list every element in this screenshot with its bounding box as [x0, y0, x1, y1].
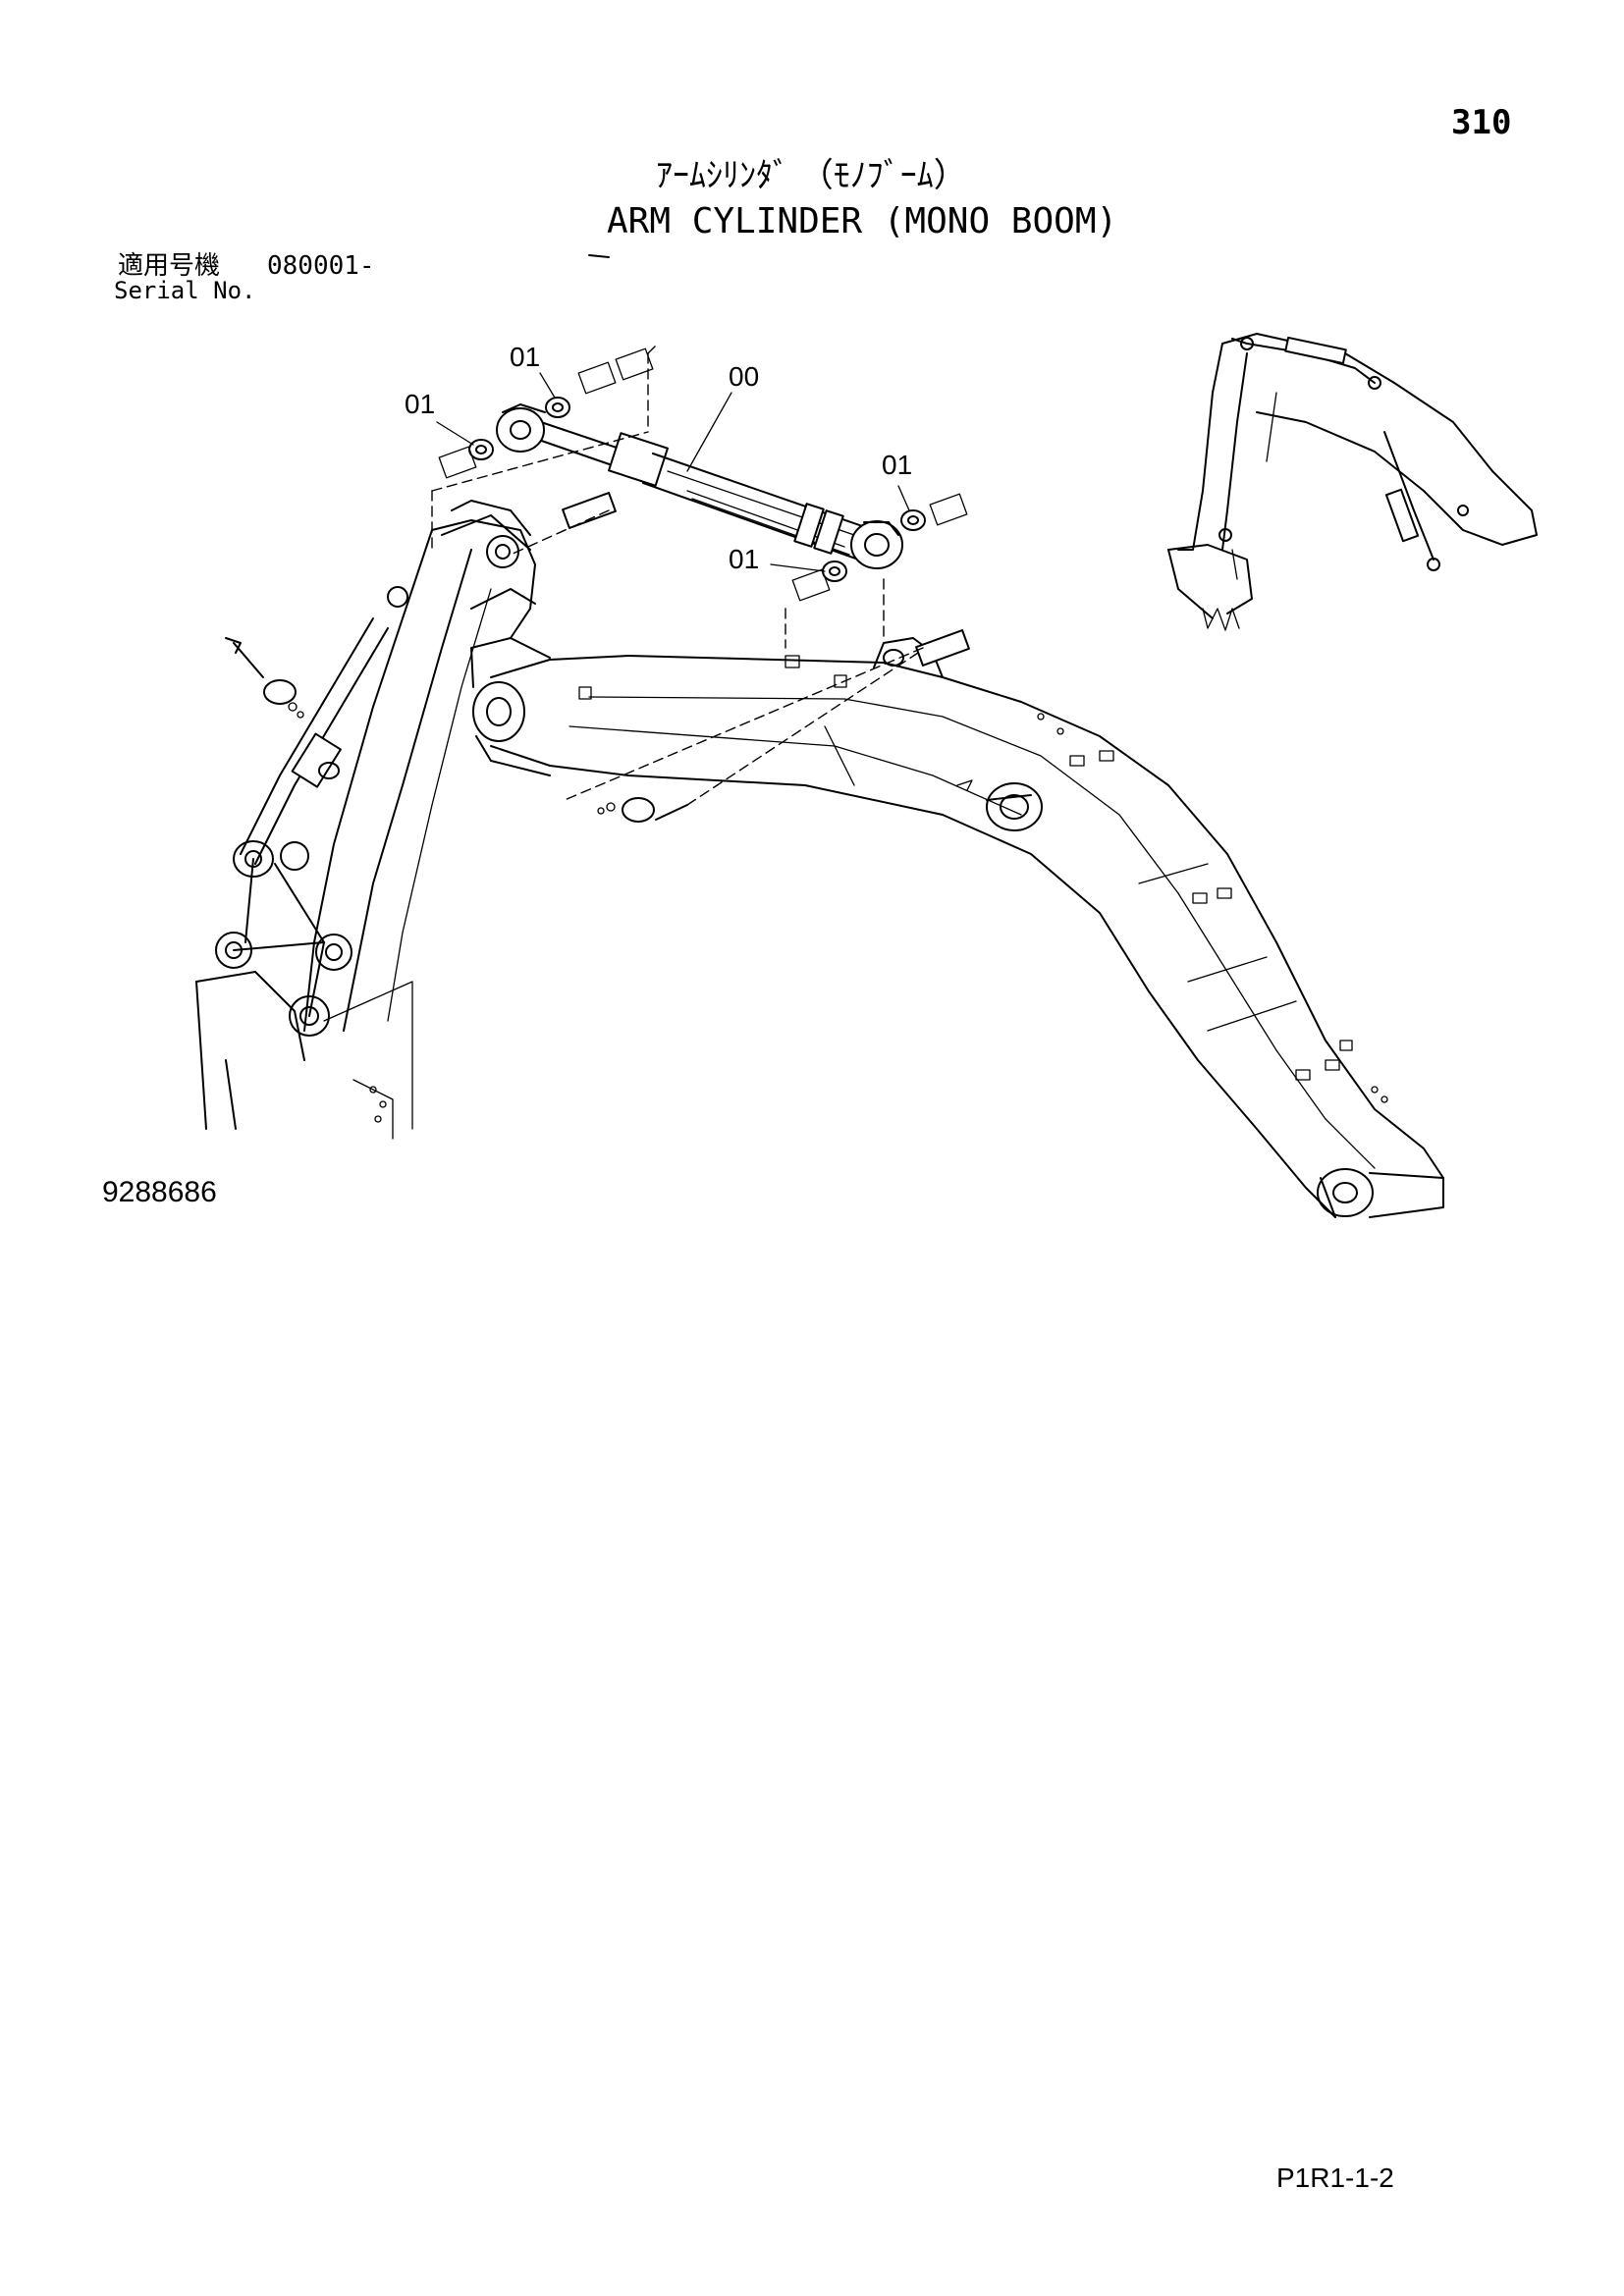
serial-label: Serial No.: [114, 277, 256, 304]
callout-part-01: 01: [405, 389, 436, 419]
page-title-japanese: ｱｰﾑｼﾘﾝﾀﾞ （ﾓﾉﾌﾞｰﾑ）: [656, 156, 967, 195]
callout-part-01: 01: [729, 544, 760, 574]
arm: [195, 254, 610, 1140]
bushings: [431, 343, 970, 823]
mono-boom: [470, 637, 1444, 1218]
arm-cylinder: [496, 403, 903, 569]
page-number: 310: [1451, 103, 1512, 142]
serial-number-value: 080001-: [267, 251, 375, 281]
callout-part-01: 01: [882, 450, 913, 480]
callout-part-00: 00: [729, 361, 760, 392]
figure-code: 9288686: [102, 1176, 217, 1208]
overview-inset: [1167, 333, 1538, 631]
serial-label-japanese: 適用号機: [118, 251, 221, 281]
page-title: ARM CYLINDER (MONO BOOM): [607, 201, 1118, 241]
callout-part-01: 01: [510, 342, 541, 372]
reference-code: P1R1-1-2: [1276, 2163, 1394, 2193]
